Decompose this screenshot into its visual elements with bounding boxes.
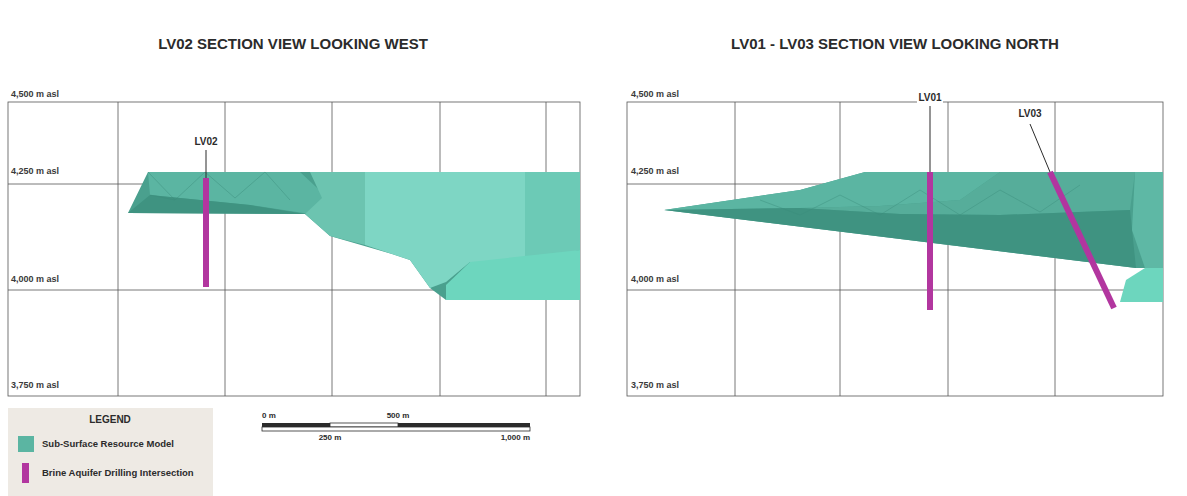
elevation-label: 4,500 m asl [10, 90, 60, 100]
legend-label: Brine Aquifer Drilling Intersection [42, 468, 194, 478]
panel-title: LV01 - LV03 SECTION VIEW LOOKING NORTH [731, 36, 1059, 53]
elevation-label: 3,750 m asl [630, 381, 680, 391]
elevation-label: 4,500 m asl [630, 90, 680, 100]
drillhole-label: LV01 [917, 92, 942, 103]
elevation-label: 4,250 m asl [630, 167, 680, 177]
panel-title: LV02 SECTION VIEW LOOKING WEST [158, 36, 428, 53]
scale-label: 500 m [387, 412, 410, 421]
drillhole-label: LV03 [1017, 108, 1042, 119]
elevation-label: 3,750 m asl [10, 381, 60, 391]
scale-label: 1,000 m [501, 434, 530, 443]
legend-label: Sub-Surface Resource Model [42, 439, 174, 449]
legend-swatch [22, 463, 29, 483]
elevation-label: 4,000 m asl [10, 275, 60, 285]
elevation-label: 4,250 m asl [10, 167, 60, 177]
legend-heading: LEGEND [89, 414, 131, 425]
elevation-label: 4,000 m asl [630, 275, 680, 285]
drillhole-label: LV02 [193, 136, 218, 147]
scale-label: 0 m [262, 412, 276, 421]
legend-swatch [18, 436, 34, 452]
scale-label: 250 m [319, 434, 342, 443]
